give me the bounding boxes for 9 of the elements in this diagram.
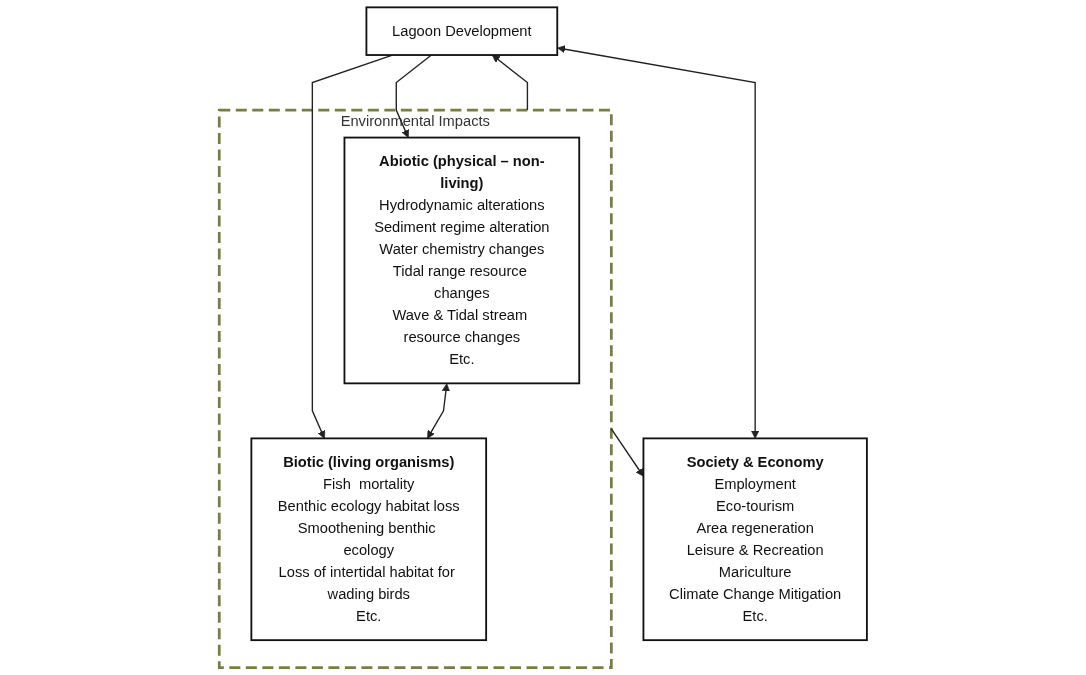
arrow: [557, 45, 760, 439]
arrow: [427, 383, 450, 439]
node-box: Abiotic (physical – non-living) Hydrodynamic alterations Sediment regime alteration Water chemistry changes Tidal range resource changes Wave & Tidal stream resource changes Etc.: [343, 136, 581, 385]
arrow: [491, 54, 529, 111]
node-box: Society & Economy Employment Eco-tourism Area regeneration Leisure & Recreation Mariculture Climate Change Mitigation Etc.: [642, 437, 868, 642]
arrow: [610, 428, 644, 477]
node-box: Biotic (living organisms) Fish mortality Benthic ecology habitat loss Smoothening benthic ecology Loss of intertidal habitat for wading birds Etc.: [250, 437, 487, 642]
node-box: Lagoon Development: [365, 6, 559, 56]
arrow: [395, 54, 432, 138]
